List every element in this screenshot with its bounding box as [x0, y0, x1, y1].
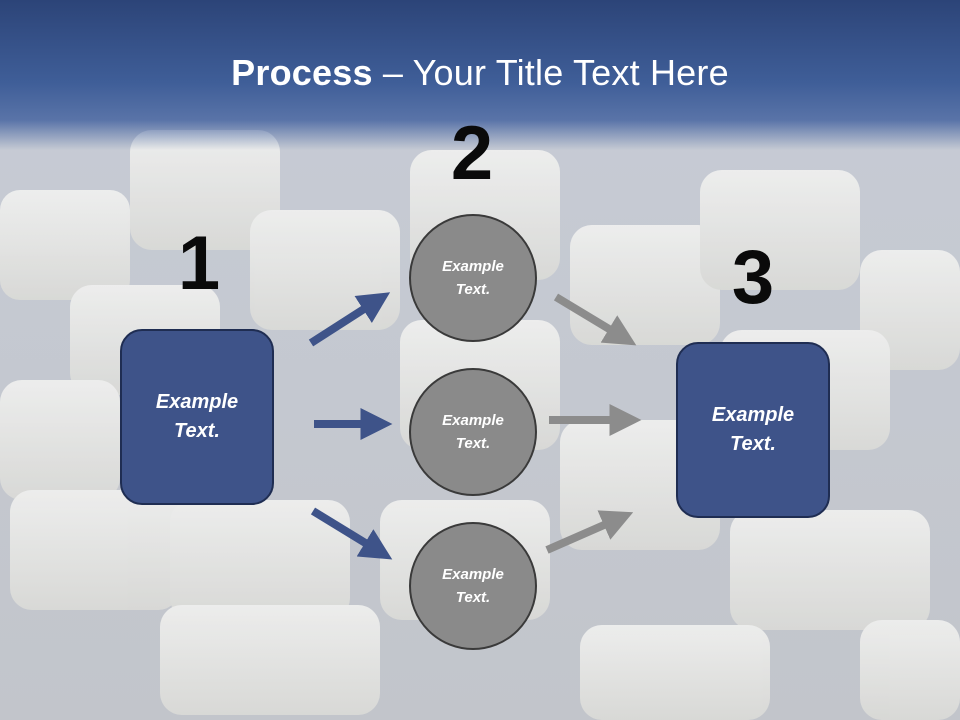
step-number-2: 2: [450, 111, 494, 196]
right-process-box: Example Text.: [676, 342, 830, 518]
arrow-down-right-gray-icon: [553, 293, 637, 346]
left-process-box: Example Text.: [120, 329, 274, 505]
circle-top-label: Example Text.: [442, 258, 504, 298]
right-box-label: Example Text.: [711, 404, 795, 455]
left-box-label: Example Text.: [155, 391, 239, 442]
slide-title: Process – Your Title Text Here: [0, 52, 960, 94]
process-circle-top: Example Text.: [409, 214, 537, 342]
title-bold: Process: [231, 52, 373, 93]
process-circle-middle: Example Text.: [409, 368, 537, 496]
arrow-down-right-icon: [310, 507, 393, 560]
title-rest: – Your Title Text Here: [372, 52, 729, 93]
process-circle-bottom: Example Text.: [409, 522, 537, 650]
title-bar: [0, 0, 960, 150]
step-number-3: 3: [731, 235, 775, 320]
circle-middle-label: Example Text.: [442, 412, 504, 452]
arrow-up-right-icon: [308, 292, 391, 347]
step-number-1: 1: [177, 221, 221, 306]
arrow-up-right-gray-icon: [545, 510, 634, 554]
circle-bottom-label: Example Text.: [442, 566, 504, 606]
